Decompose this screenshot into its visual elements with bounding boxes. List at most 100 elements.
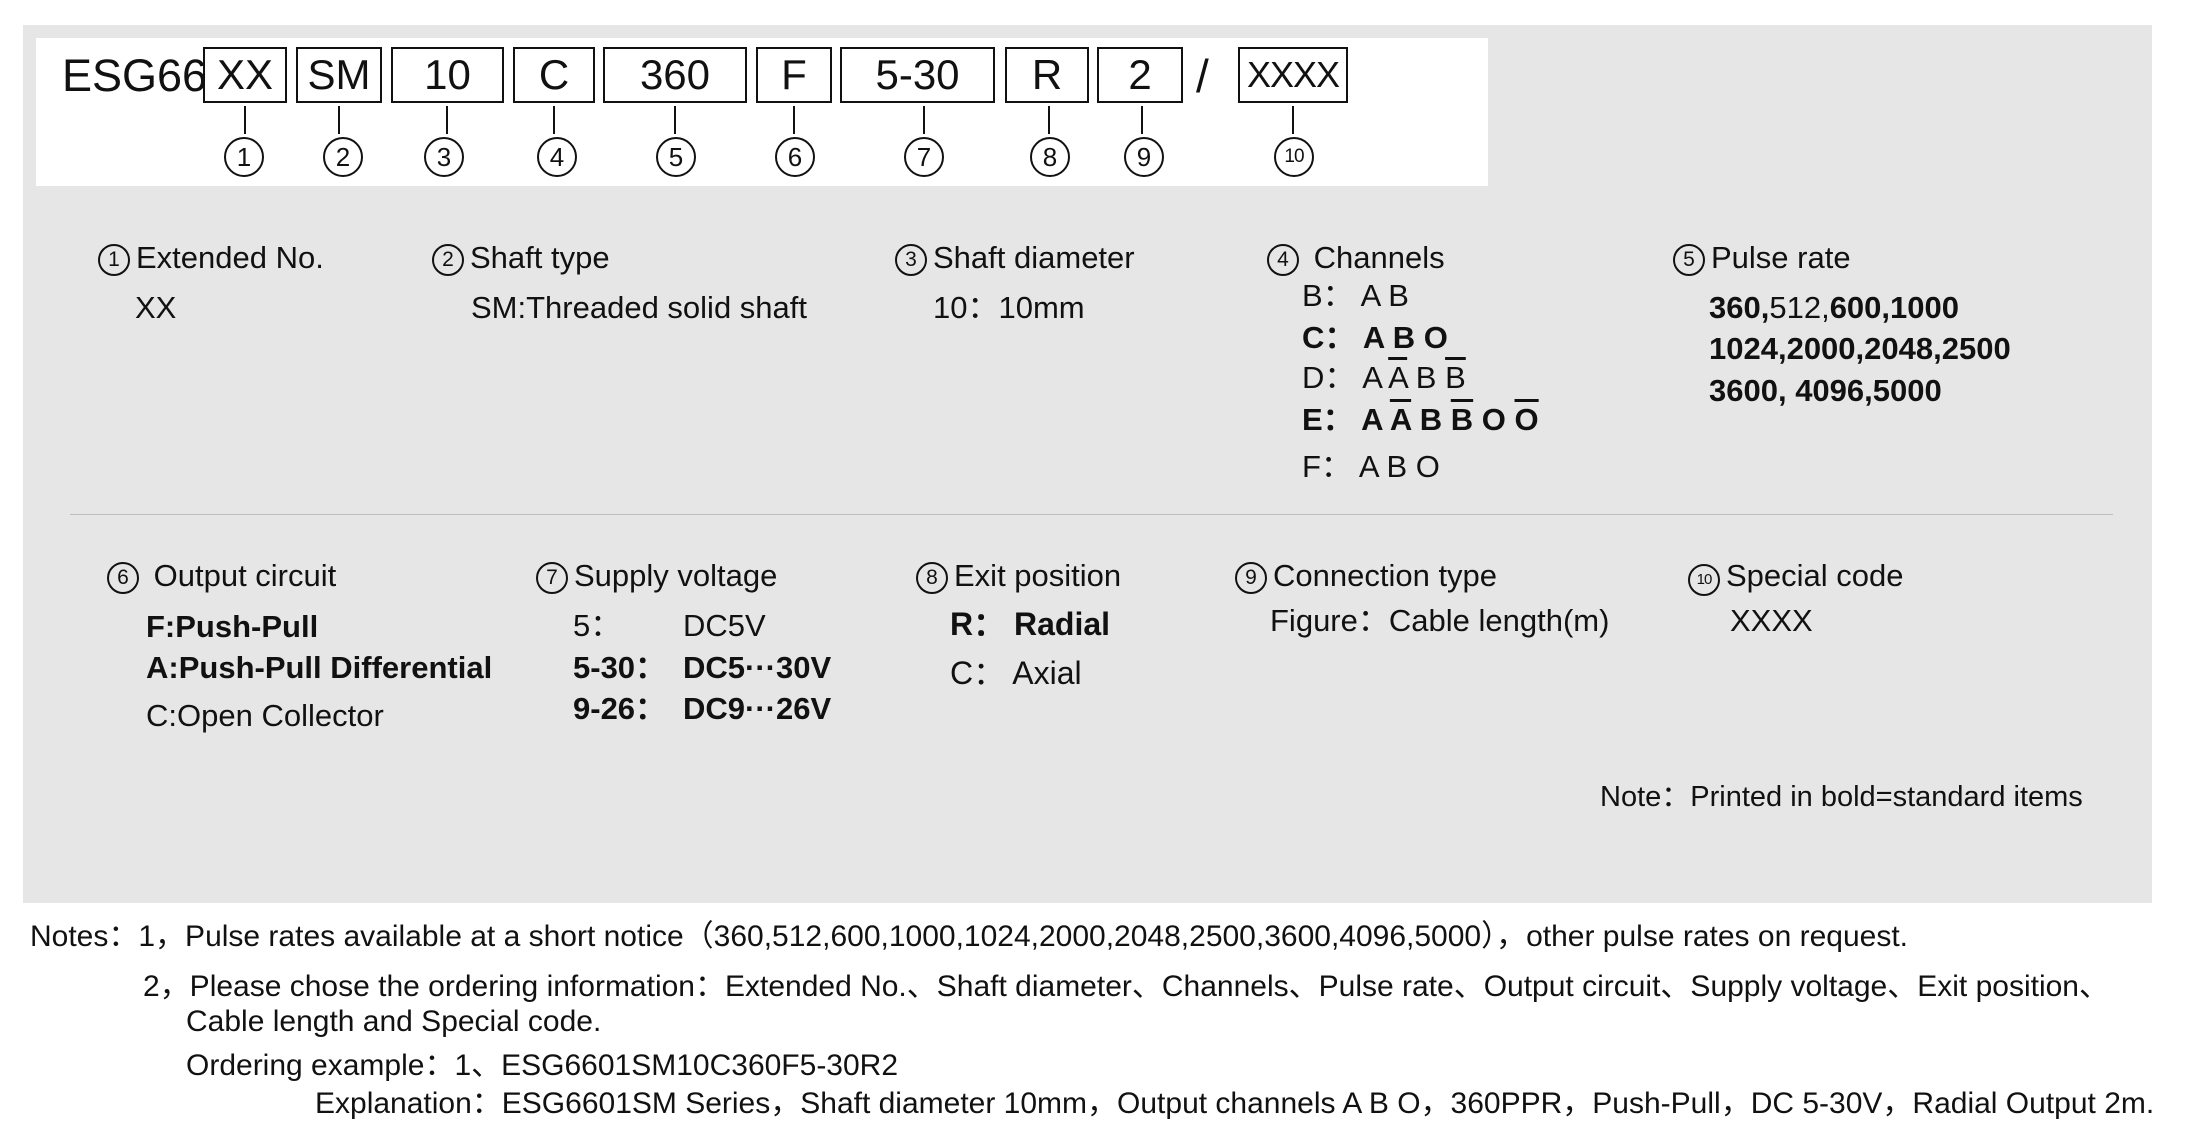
field-marker: 9	[1235, 562, 1267, 594]
code-tick	[923, 106, 925, 134]
code-tick	[1141, 106, 1143, 134]
channel-code: F：	[1302, 449, 1352, 484]
channel-option: C： A B O	[1302, 318, 1448, 358]
code-segment-shaft-diameter: 10	[391, 47, 504, 103]
code-tick	[338, 106, 340, 134]
notes-line-1: Notes：1，Pulse rates available at a short…	[30, 920, 1908, 953]
field-shaft-type-value: SM:Threaded solid shaft	[471, 290, 808, 325]
channel-signal: B	[1419, 402, 1443, 437]
code-marker-7: 7	[904, 137, 944, 177]
pulse-rate-value: 1024,2000,2048,2500	[1709, 331, 2011, 366]
channel-signal: A	[1360, 278, 1380, 313]
exit-position-option: C： Axial	[950, 653, 1082, 693]
voltage-code: 5-30：	[573, 650, 667, 685]
code-marker-9: 9	[1124, 137, 1164, 177]
field-marker: 7	[536, 562, 568, 594]
exit-value: Radial	[1014, 606, 1111, 642]
ordering-explanation: Explanation：ESG6601SM Series，Shaft diame…	[315, 1087, 2155, 1120]
ordering-example: Ordering example：1、ESG6601SM10C360F5-30R…	[186, 1049, 899, 1082]
channel-signal: A	[1388, 360, 1408, 395]
code-marker-1: 1	[224, 137, 264, 177]
code-marker-5: 5	[656, 137, 696, 177]
channel-code: E：	[1302, 402, 1354, 437]
output-circuit-option: F:Push-Pull	[146, 609, 319, 644]
channel-signal: A	[1358, 449, 1378, 484]
code-tick	[553, 106, 555, 134]
code-segment-supply-voltage: 5-30	[840, 47, 995, 103]
code-segment-connection-type: 2	[1097, 47, 1183, 103]
field-marker: 6	[107, 562, 139, 594]
output-circuit-option: C:Open Collector	[146, 698, 384, 733]
code-marker-10: 10	[1274, 137, 1314, 177]
channel-code: C：	[1302, 320, 1356, 355]
voltage-value: DC9···26V	[683, 691, 832, 726]
channel-signal: A	[1362, 320, 1385, 355]
channel-option: B： A B	[1302, 276, 1409, 316]
code-segment-output-circuit: F	[756, 47, 832, 103]
field-marker: 4	[1267, 244, 1299, 276]
code-separator: /	[1196, 50, 1209, 102]
field-marker: 10	[1688, 564, 1720, 596]
field-connection-type-value: Figure：Cable length(m)	[1270, 603, 1610, 638]
channel-signal: O	[1415, 449, 1440, 484]
voltage-value: DC5···30V	[683, 650, 832, 685]
channel-signal: A	[1362, 360, 1382, 395]
pulse-rate-value: 512,	[1769, 290, 1830, 325]
pulse-rate-value: 3600, 4096,5000	[1709, 373, 1942, 408]
channel-option: D： A A B B	[1302, 358, 1466, 398]
exit-code: R：	[950, 606, 1006, 642]
supply-voltage-option: 5-30： DC5···30V	[573, 648, 831, 688]
code-prefix: ESG66	[62, 50, 208, 101]
code-segment-exit-position: R	[1005, 47, 1089, 103]
field-marker: 5	[1673, 244, 1705, 276]
notes-line-2: 2，Please chose the ordering information：…	[143, 970, 2109, 1003]
code-marker-6: 6	[775, 137, 815, 177]
code-tick	[244, 106, 246, 134]
legend-note: Note：Printed in bold=standard items	[1600, 781, 2083, 813]
field-shaft-diameter-value: 10：10mm	[933, 290, 1085, 325]
code-segment-channels: C	[513, 47, 595, 103]
field-extended-no-value: XX	[135, 290, 177, 325]
channel-signal: O	[1514, 402, 1539, 437]
code-marker-3: 3	[424, 137, 464, 177]
channel-code: B：	[1302, 278, 1354, 313]
code-marker-8: 8	[1030, 137, 1070, 177]
channel-signal: B	[1450, 402, 1474, 437]
code-tick	[674, 106, 676, 134]
channel-signal: O	[1423, 320, 1448, 355]
code-tick	[446, 106, 448, 134]
field-marker: 1	[98, 244, 130, 276]
channel-signal: B	[1415, 360, 1437, 395]
channel-option: E： A A B B O O	[1302, 400, 1539, 440]
code-segment-extended-no: XX	[203, 47, 287, 103]
channel-signal: O	[1481, 402, 1506, 437]
supply-voltage-option: 9-26：DC9···26V	[573, 689, 831, 729]
pulse-rate-value: 600,1000	[1829, 290, 1959, 325]
exit-position-option: R： Radial	[950, 604, 1110, 644]
code-segment-special-code: XXXX	[1238, 47, 1348, 103]
code-marker-4: 4	[537, 137, 577, 177]
channel-signal: B	[1392, 320, 1416, 355]
channel-signal: A	[1361, 402, 1383, 437]
exit-code: C：	[950, 655, 1006, 691]
field-marker: 2	[432, 244, 464, 276]
voltage-code: 5：	[573, 608, 622, 643]
pulse-rate-value: 360,	[1709, 290, 1770, 325]
channel-option: F： A B O	[1302, 447, 1440, 487]
pulse-rate-line: 360,512,600,1000	[1709, 288, 1959, 328]
code-segment-shaft-type: SM	[296, 47, 382, 103]
code-tick	[1048, 106, 1050, 134]
channel-signal: B	[1445, 360, 1466, 395]
code-segment-pulse-rate: 360	[603, 47, 747, 103]
code-marker-2: 2	[323, 137, 363, 177]
notes-line-3: Cable length and Special code.	[186, 1005, 602, 1038]
field-marker: 8	[916, 562, 948, 594]
code-tick	[793, 106, 795, 134]
